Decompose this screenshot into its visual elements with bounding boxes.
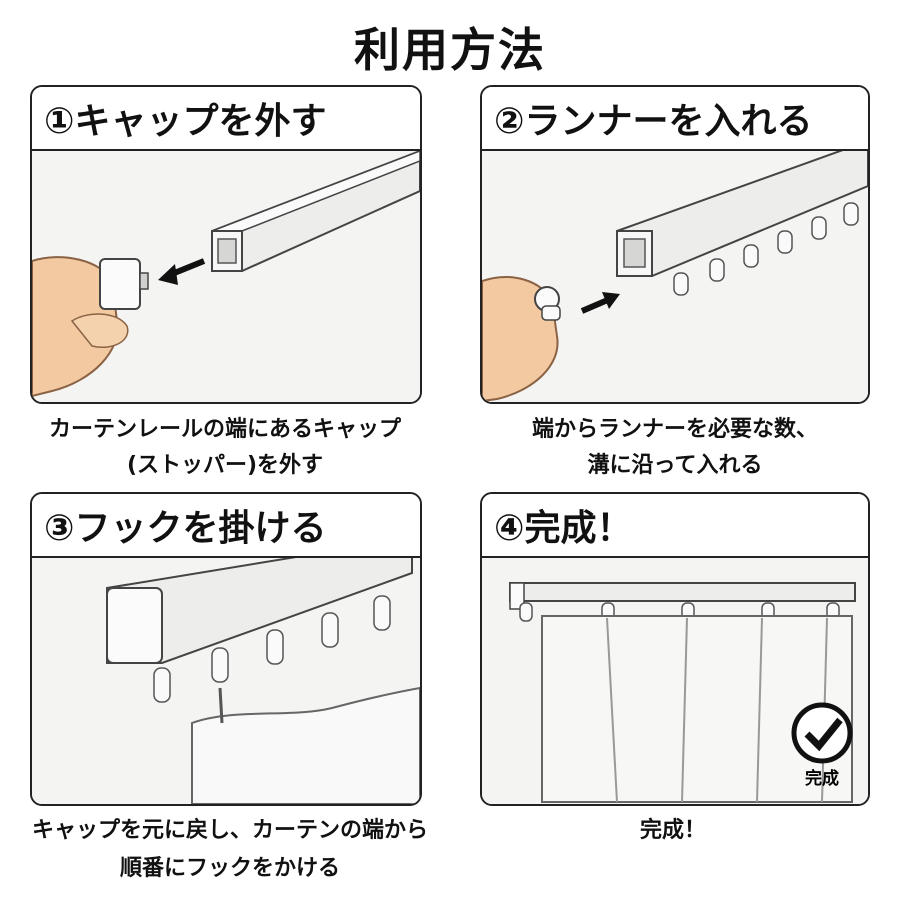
step-3-caption: キャップを元に戻し、カーテンの端から 順番にフックをかける (0, 812, 460, 888)
step-2-panel: ②ランナーを入れる (480, 85, 870, 404)
step-4-panel: ④完成！ 完成 (480, 492, 870, 806)
step-1-heading: ①キャップを外す (32, 87, 420, 151)
end-cap-icon (509, 582, 525, 610)
step-4-caption: 完成！ (480, 813, 866, 849)
step-1-panel: ①キャップを外す (30, 85, 422, 404)
step-1-illustration (32, 151, 420, 402)
step-3-illustration (32, 558, 420, 804)
cap-tab (139, 272, 149, 290)
hooks-group (153, 595, 391, 703)
rail-channel (217, 238, 237, 264)
end-cap-icon (99, 258, 141, 310)
runners-group (673, 202, 859, 296)
page-title: 利用方法 (354, 23, 546, 77)
rail-channel (623, 238, 646, 268)
arrow-right-icon (602, 292, 620, 309)
step-1-caption-line1: カーテンレールの端にあるキャップ (48, 417, 401, 442)
arrow-line (580, 296, 612, 314)
remove-cap-illustration (32, 151, 420, 398)
hook-chain (218, 687, 224, 724)
step-3-caption-line1: キャップを元に戻し、カーテンの端から (31, 818, 428, 843)
step-4-heading: ④完成！ (482, 494, 868, 558)
curtain-fabric (191, 686, 420, 804)
thumb-icon (70, 313, 129, 348)
checkmark (804, 717, 843, 752)
check-icon (791, 702, 853, 764)
curtain-fabric (541, 615, 853, 803)
step-2-caption: 端からランナーを必要な数、 溝に沿って入れる (450, 412, 900, 484)
step-2-heading: ②ランナーを入れる (482, 87, 868, 151)
step-1-caption: カーテンレールの端にあるキャップ (ストッパー)を外す (0, 412, 450, 484)
step-3-heading: ③フックを掛ける (32, 494, 420, 558)
step-3-caption-line2: 順番にフックをかける (119, 856, 340, 881)
hang-hooks-illustration (106, 558, 420, 804)
rail-body (509, 582, 856, 602)
arrow-left-icon (158, 264, 178, 285)
complete-badge: 完成 (805, 768, 839, 789)
step-2-caption-line2: 溝に沿って入れる (587, 453, 763, 478)
runner-body (541, 305, 561, 321)
rail-body (616, 151, 868, 277)
step-1-caption-line2: (ストッパー)を外す (126, 453, 324, 478)
finished-curtain-illustration: 完成 (509, 582, 856, 803)
step-4-illustration: 完成 (482, 558, 868, 804)
end-cap-icon (106, 587, 163, 664)
step-2-caption-line1: 端からランナーを必要な数、 (531, 417, 818, 442)
step-3-panel: ③フックを掛ける (30, 492, 422, 806)
step-4-caption-line1: 完成！ (639, 818, 706, 843)
insert-runners-illustration (482, 151, 868, 402)
step-2-illustration (482, 151, 868, 402)
